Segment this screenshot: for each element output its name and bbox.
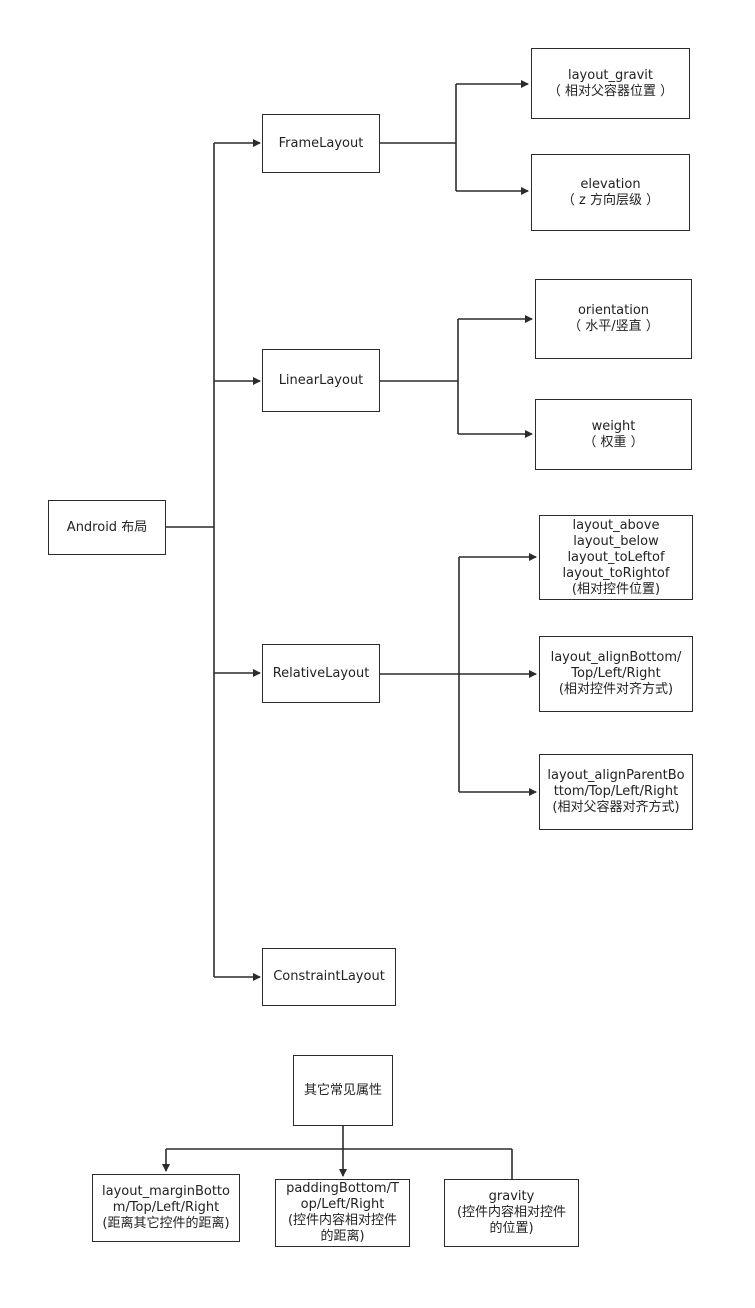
node-android-layout-label: Android 布局 — [66, 519, 148, 535]
node-layout-gravit-label: layout_gravit （ 相对父容器位置 ） — [547, 67, 674, 99]
node-layout-above: layout_above layout_below layout_toLefto… — [539, 515, 693, 600]
node-relativelayout: RelativeLayout — [262, 644, 380, 703]
node-framelayout: FrameLayout — [262, 114, 380, 173]
node-layout-alignbottom: layout_alignBottom/ Top/Left/Right (相对控件… — [539, 636, 693, 712]
node-constraintlayout: ConstraintLayout — [262, 948, 396, 1006]
node-linearlayout: LinearLayout — [262, 349, 380, 412]
node-padding: paddingBottom/T op/Left/Right (控件内容相对控件 … — [275, 1179, 410, 1247]
node-relativelayout-label: RelativeLayout — [272, 665, 370, 681]
node-weight: weight （ 权重 ） — [535, 399, 692, 470]
node-layout-above-label: layout_above layout_below layout_toLefto… — [562, 517, 670, 597]
node-layout-alignparentbottom-label: layout_alignParentBo ttom/Top/Left/Right… — [547, 768, 685, 815]
node-constraintlayout-label: ConstraintLayout — [273, 969, 385, 984]
node-layout-alignbottom-label: layout_alignBottom/ Top/Left/Right (相对控件… — [550, 650, 682, 697]
node-layout-margin: layout_marginBotto m/Top/Left/Right (距离其… — [92, 1174, 240, 1242]
node-layout-alignparentbottom: layout_alignParentBo ttom/Top/Left/Right… — [539, 754, 693, 830]
node-linearlayout-label: LinearLayout — [278, 372, 364, 388]
node-android-layout: Android 布局 — [48, 500, 166, 555]
node-elevation-label: elevation （ z 方向层级 ） — [561, 176, 660, 208]
node-padding-label: paddingBottom/T op/Left/Right (控件内容相对控件 … — [286, 1181, 399, 1244]
node-layout-gravit: layout_gravit （ 相对父容器位置 ） — [531, 48, 690, 119]
node-orientation: orientation （ 水平/竖直 ） — [535, 279, 692, 359]
node-elevation: elevation （ z 方向层级 ） — [531, 154, 690, 231]
node-framelayout-label: FrameLayout — [278, 135, 364, 151]
node-common-attrs-label: 其它常见属性 — [303, 1082, 382, 1098]
node-common-attrs: 其它常见属性 — [293, 1055, 393, 1126]
node-gravity: gravity (控件内容相对控件 的位置) — [444, 1179, 579, 1247]
node-orientation-label: orientation （ 水平/竖直 ） — [568, 303, 659, 334]
node-layout-margin-label: layout_marginBotto m/Top/Left/Right (距离其… — [102, 1184, 230, 1231]
node-gravity-label: gravity (控件内容相对控件 的位置) — [456, 1189, 567, 1236]
node-weight-label: weight （ 权重 ） — [583, 418, 644, 450]
